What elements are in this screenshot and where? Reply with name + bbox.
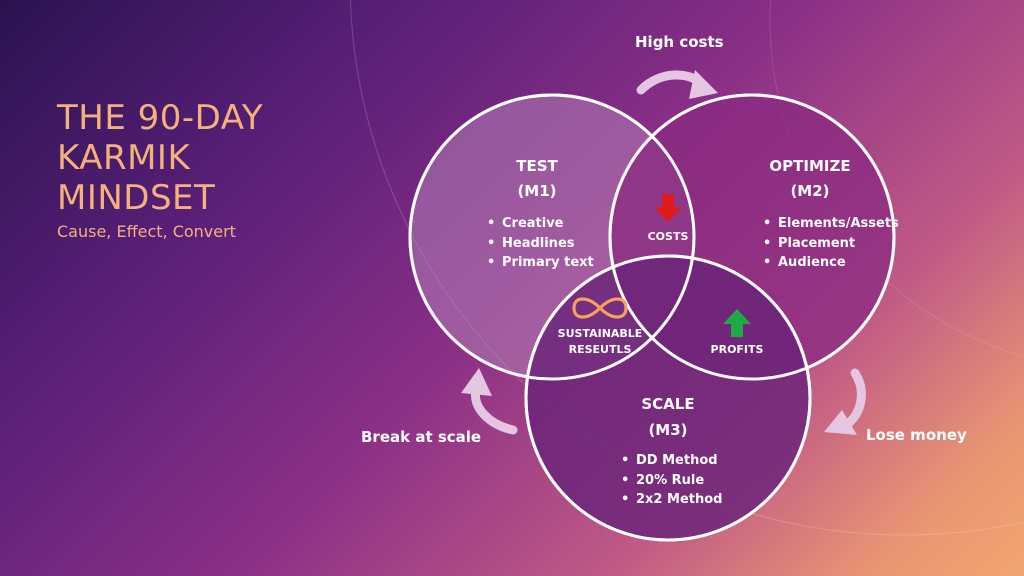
optimize-code: (M2) <box>790 182 830 200</box>
break-at-scale-label: Break at scale <box>361 428 482 446</box>
optimize-bullets: Elements/Assets Placement Audience <box>763 214 899 273</box>
down-arrow-icon <box>654 194 682 222</box>
circle-scale-outline <box>524 254 812 542</box>
title-line-1: THE 90-DAY <box>57 98 264 138</box>
circle-test-outline <box>408 93 696 381</box>
sustainable-label-line-2: RESEUTLS <box>568 343 632 356</box>
list-item: Elements/Assets <box>763 214 899 234</box>
high-costs-label: High costs <box>635 33 724 51</box>
list-item: DD Method <box>621 451 722 471</box>
infinity-icon <box>572 297 628 319</box>
costs-label: COSTS <box>647 230 689 243</box>
list-item: 2x2 Method <box>621 490 722 510</box>
subtitle: Cause, Effect, Convert <box>57 222 236 241</box>
scale-bullets: DD Method 20% Rule 2x2 Method <box>621 451 722 510</box>
title-block: THE 90-DAY KARMIK MINDSET Cause, Effect,… <box>57 98 263 241</box>
list-item: Audience <box>763 253 899 273</box>
cycle-arrow-lose-money <box>824 368 866 435</box>
optimize-title: OPTIMIZE <box>769 157 851 175</box>
list-item: Creative <box>487 214 594 234</box>
test-bullets: Creative Headlines Primary text <box>487 214 594 273</box>
scale-title: SCALE <box>641 395 695 413</box>
list-item: Primary text <box>487 253 594 273</box>
title-line-3: MINDSET <box>57 178 216 218</box>
title-line-2: KARMIK <box>57 138 191 178</box>
profits-label: PROFITS <box>710 343 764 356</box>
cycle-arrow-break-at-scale <box>461 368 518 435</box>
cycle-arrow-high-costs <box>636 70 718 99</box>
list-item: 20% Rule <box>621 471 722 491</box>
list-item: Placement <box>763 234 899 254</box>
test-title: TEST <box>516 157 558 175</box>
up-arrow-icon <box>723 309 751 337</box>
lose-money-label: Lose money <box>866 426 967 444</box>
sustainable-label-line-1: SUSTAINABLE <box>557 327 643 340</box>
test-code: (M1) <box>517 182 557 200</box>
list-item: Headlines <box>487 234 594 254</box>
scale-code: (M3) <box>648 421 688 439</box>
